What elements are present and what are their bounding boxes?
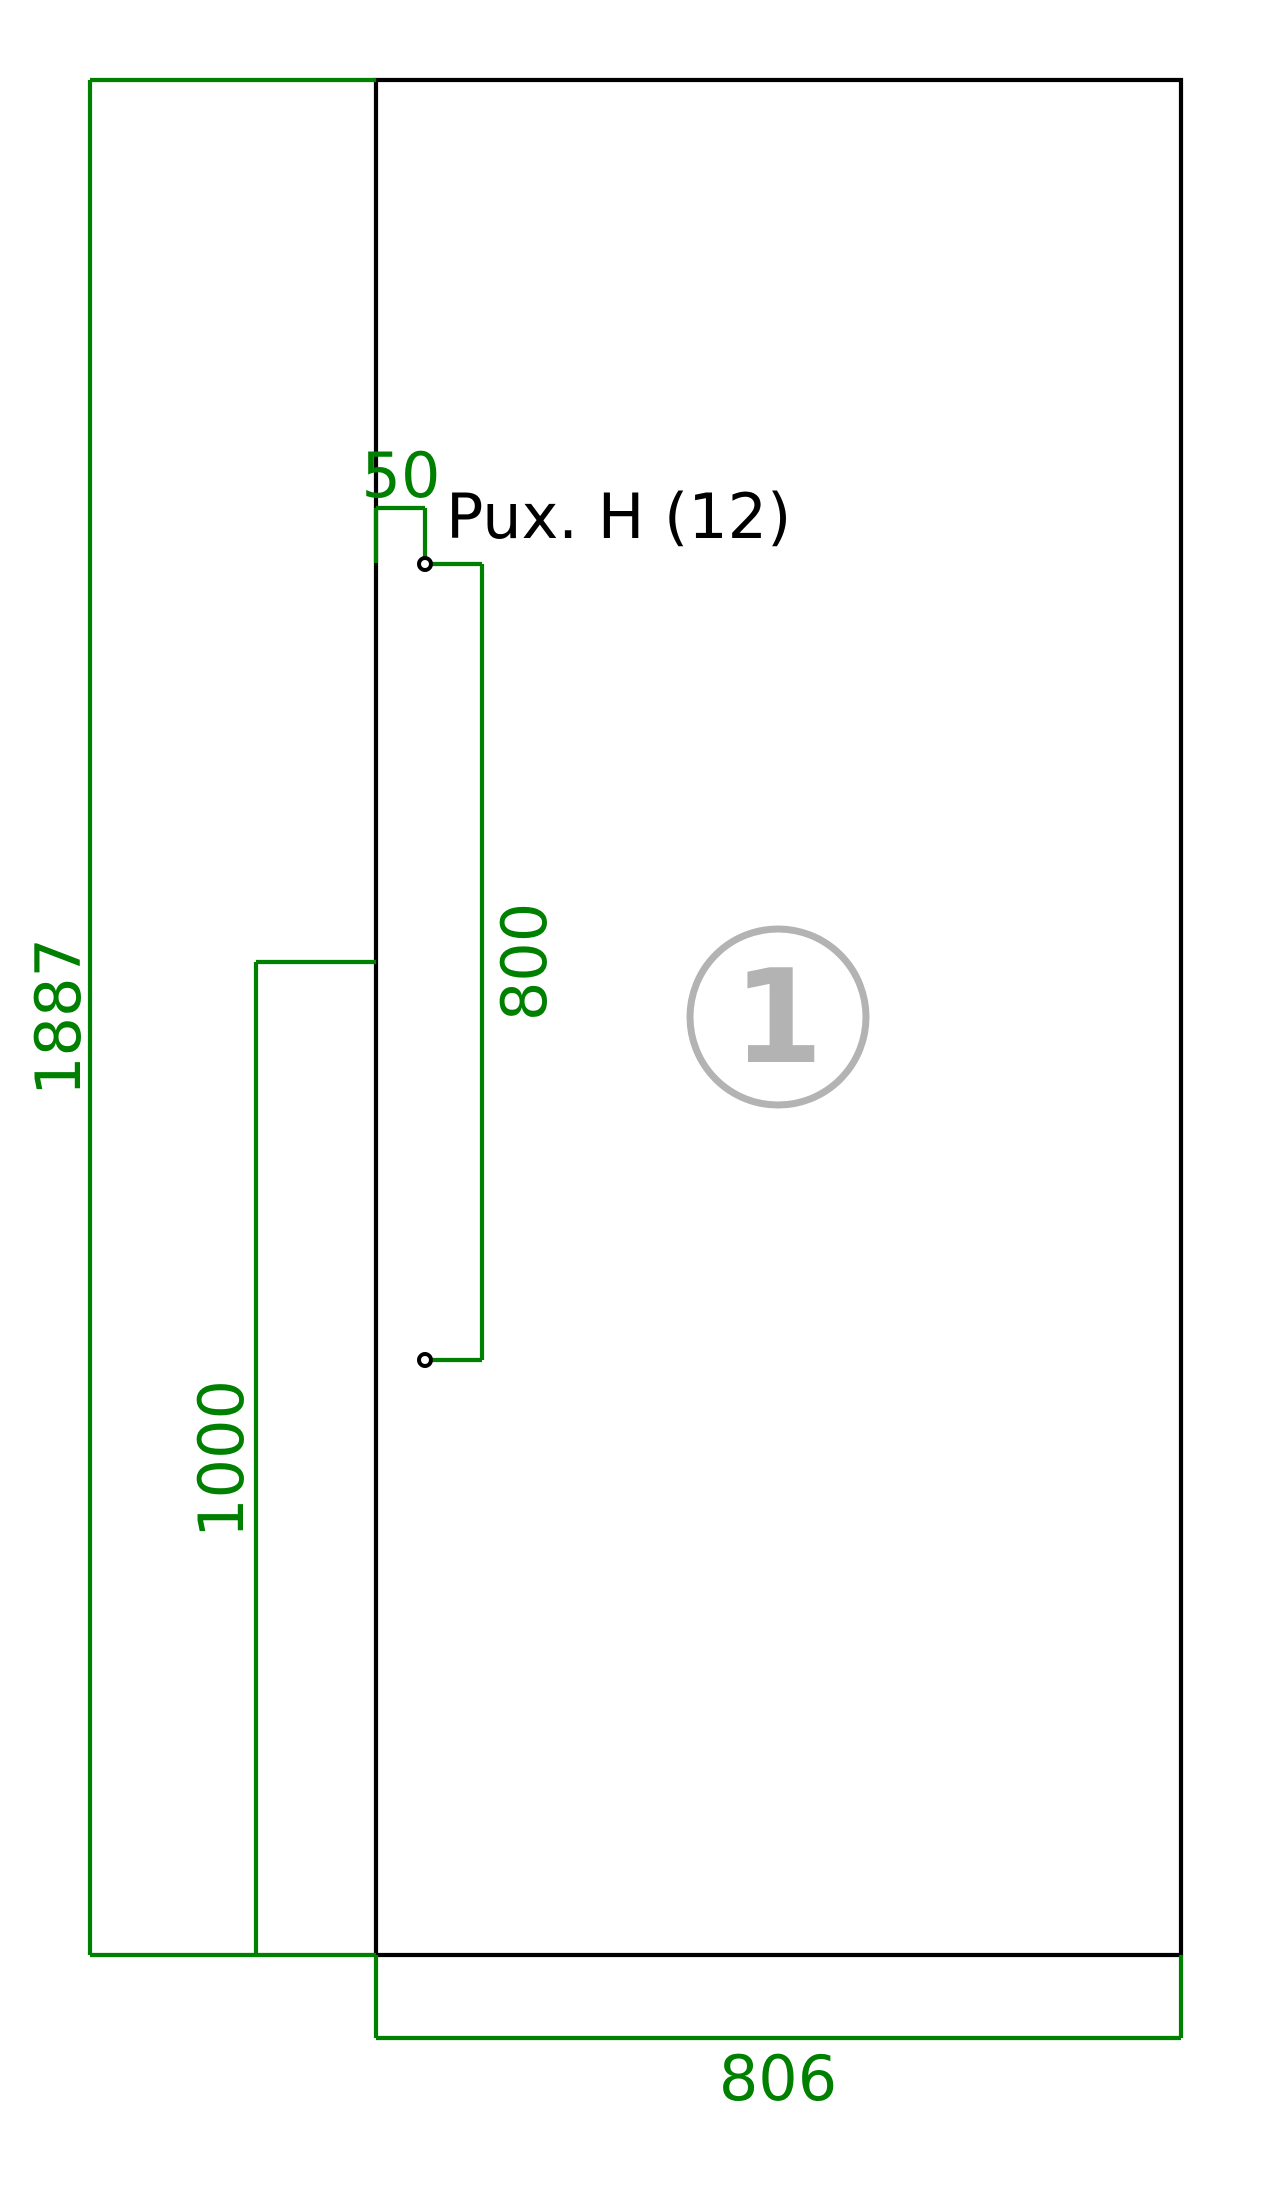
- handle-hole-spacing-dimension: 800: [425, 561, 561, 1363]
- handle-label: Pux. H (12): [446, 480, 791, 553]
- total-height-dimension: 1887: [22, 77, 376, 1958]
- part-number-badge: 1: [686, 925, 870, 1109]
- width-label: 806: [719, 2042, 837, 2115]
- handle-height-label: 1000: [185, 1380, 258, 1538]
- handle-height-dimension: 1000: [185, 959, 376, 1955]
- width-dimension: 806: [373, 1955, 1184, 2115]
- handle-edge-offset-label: 50: [362, 439, 441, 512]
- total-height-label: 1887: [22, 938, 95, 1096]
- part-number-label: 1: [733, 941, 823, 1093]
- handle-hole-spacing-label: 800: [488, 903, 561, 1021]
- handle-hole-top: [417, 556, 433, 572]
- panel-outline: [373, 77, 1184, 1958]
- part-number-circle: [686, 925, 870, 1109]
- handle-edge-offset-dimension: 50: [362, 439, 441, 563]
- handle-hole-bottom: [417, 1352, 433, 1368]
